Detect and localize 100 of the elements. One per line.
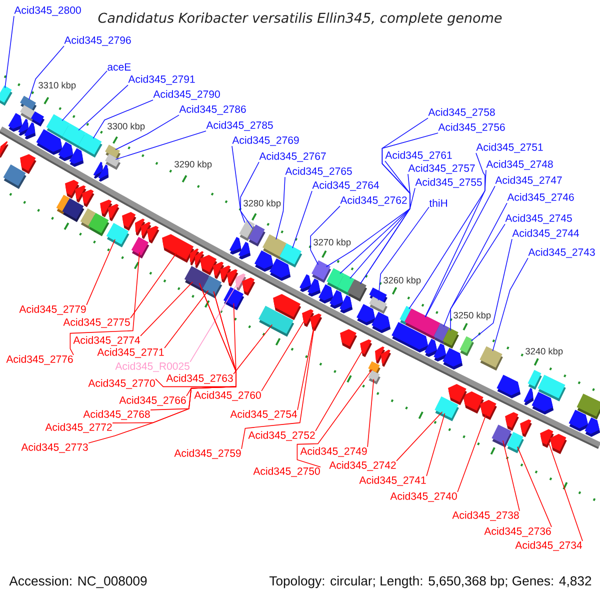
scale-label: 3310 kbp [38,82,76,90]
gene-block [202,276,222,298]
leader-line [261,320,304,392]
gene-label: Acid345_2774 [73,336,140,346]
leader-line [424,170,486,318]
leader-line [241,326,315,450]
leader-line [425,186,496,318]
gene-label: Acid345_2791 [128,75,195,85]
gene-label: Acid345_2757 [408,164,475,174]
gene-label: Acid345_2747 [495,176,562,186]
gene-block [131,236,150,258]
leader-line [350,174,410,279]
leader-line [92,100,154,139]
gene-label: Acid345_2751 [476,143,543,153]
leader-line [367,378,374,448]
leader-line [426,412,446,476]
gene-pentagon [300,274,312,292]
leader-line [315,350,362,432]
gene-pentagon [229,236,242,255]
leader-line [292,190,312,248]
leader-line [233,324,273,374]
gene-pentagon [24,122,36,140]
gene-label: Acid345_2736 [484,527,551,537]
leader-line [296,369,372,468]
gene-label: Acid345_2775 [63,318,130,328]
leader-line [297,326,314,410]
leader-line [340,118,428,274]
gene-block [0,85,12,106]
leader-line [186,302,236,396]
leader-line [232,146,246,224]
leader-line [470,238,512,342]
gene-label: Acid345_2768 [83,410,150,420]
gene-label: Acid345_2748 [486,160,553,170]
gene-pentagon [122,212,136,231]
gene-label: Acid345_2759 [174,449,241,459]
gene-pentagon [505,412,519,431]
gene-label: Acid345_2786 [179,105,246,115]
scale-label: 3250 kbp [454,312,491,320]
scale-label: 3240 kbp [526,348,563,356]
gene-label: Acid345_2779 [19,305,86,315]
gene-label: Acid345_2762 [340,196,407,206]
scale-label: 3270 kbp [314,238,351,248]
gene-label: Acid345_2763 [166,374,233,384]
leader-line [70,252,140,356]
gene-pentagon [356,304,376,326]
scale-label: 3260 kbp [384,276,421,286]
gene-label: Acid345_2771 [97,348,164,358]
gene-block [88,212,110,236]
leader-line [240,162,260,229]
leader-line [130,252,178,318]
gene-pentagon [372,312,391,334]
leader-line [88,282,236,444]
gene-block [480,346,503,371]
gene-pentagon [108,204,120,222]
leader-line [517,446,552,528]
leader-line [115,114,180,150]
leader-line [450,224,506,331]
gene-pentagon [550,434,567,454]
leader-line [360,188,416,284]
gene-pentagon [238,242,251,260]
gene-label: Acid345_2800 [14,6,81,16]
gene-label: Acid345_2765 [285,167,352,177]
gene-block [3,164,26,190]
gene-block [31,111,45,127]
gene-pentagon [98,164,109,182]
gene-label: Acid345_2769 [232,136,299,146]
gene-block [368,370,380,384]
leader-line [62,70,108,122]
gene-label: Acid345_2764 [312,181,380,191]
leader-line [150,291,236,410]
gene-label: Acid345_2754 [230,410,297,420]
gene-pentagon [242,278,256,296]
gene-pentagon [227,269,238,287]
gene-pentagon [318,284,334,304]
gene-pentagon [496,374,521,398]
gene-label: Acid345_2742 [329,461,396,471]
gene-label: Acid345_2760 [194,391,261,401]
leader-line [408,152,486,310]
gene-label: Acid345_R0025 [115,362,190,372]
gene-pentagon [58,142,74,162]
scale-label: 3280 kbp [244,200,281,208]
leader-line [502,440,520,512]
gene-label: Acid345_2741 [359,476,426,486]
gene-label: Acid345_2743 [528,248,595,258]
gene-label: aceE [108,63,131,71]
gene-label: Acid345_2746 [507,193,574,203]
leader-line [164,290,209,348]
gene-label: Acid345_2758 [428,108,495,118]
leader-line [378,206,430,301]
gene-label: Acid345_2745 [505,214,572,224]
gene-pentagon [434,343,447,362]
gene-label: Acid345_2740 [390,492,457,502]
leader-line [310,206,340,265]
gene-label: Acid345_2767 [259,152,326,162]
gene-label: Acid345_2790 [153,90,220,100]
gene-pentagon [147,226,160,244]
gene-pentagon [310,313,322,332]
gene-label: Acid345_2756 [438,123,505,133]
gene-label: Acid345_2744 [512,229,580,239]
gene-pentagon [269,258,291,281]
